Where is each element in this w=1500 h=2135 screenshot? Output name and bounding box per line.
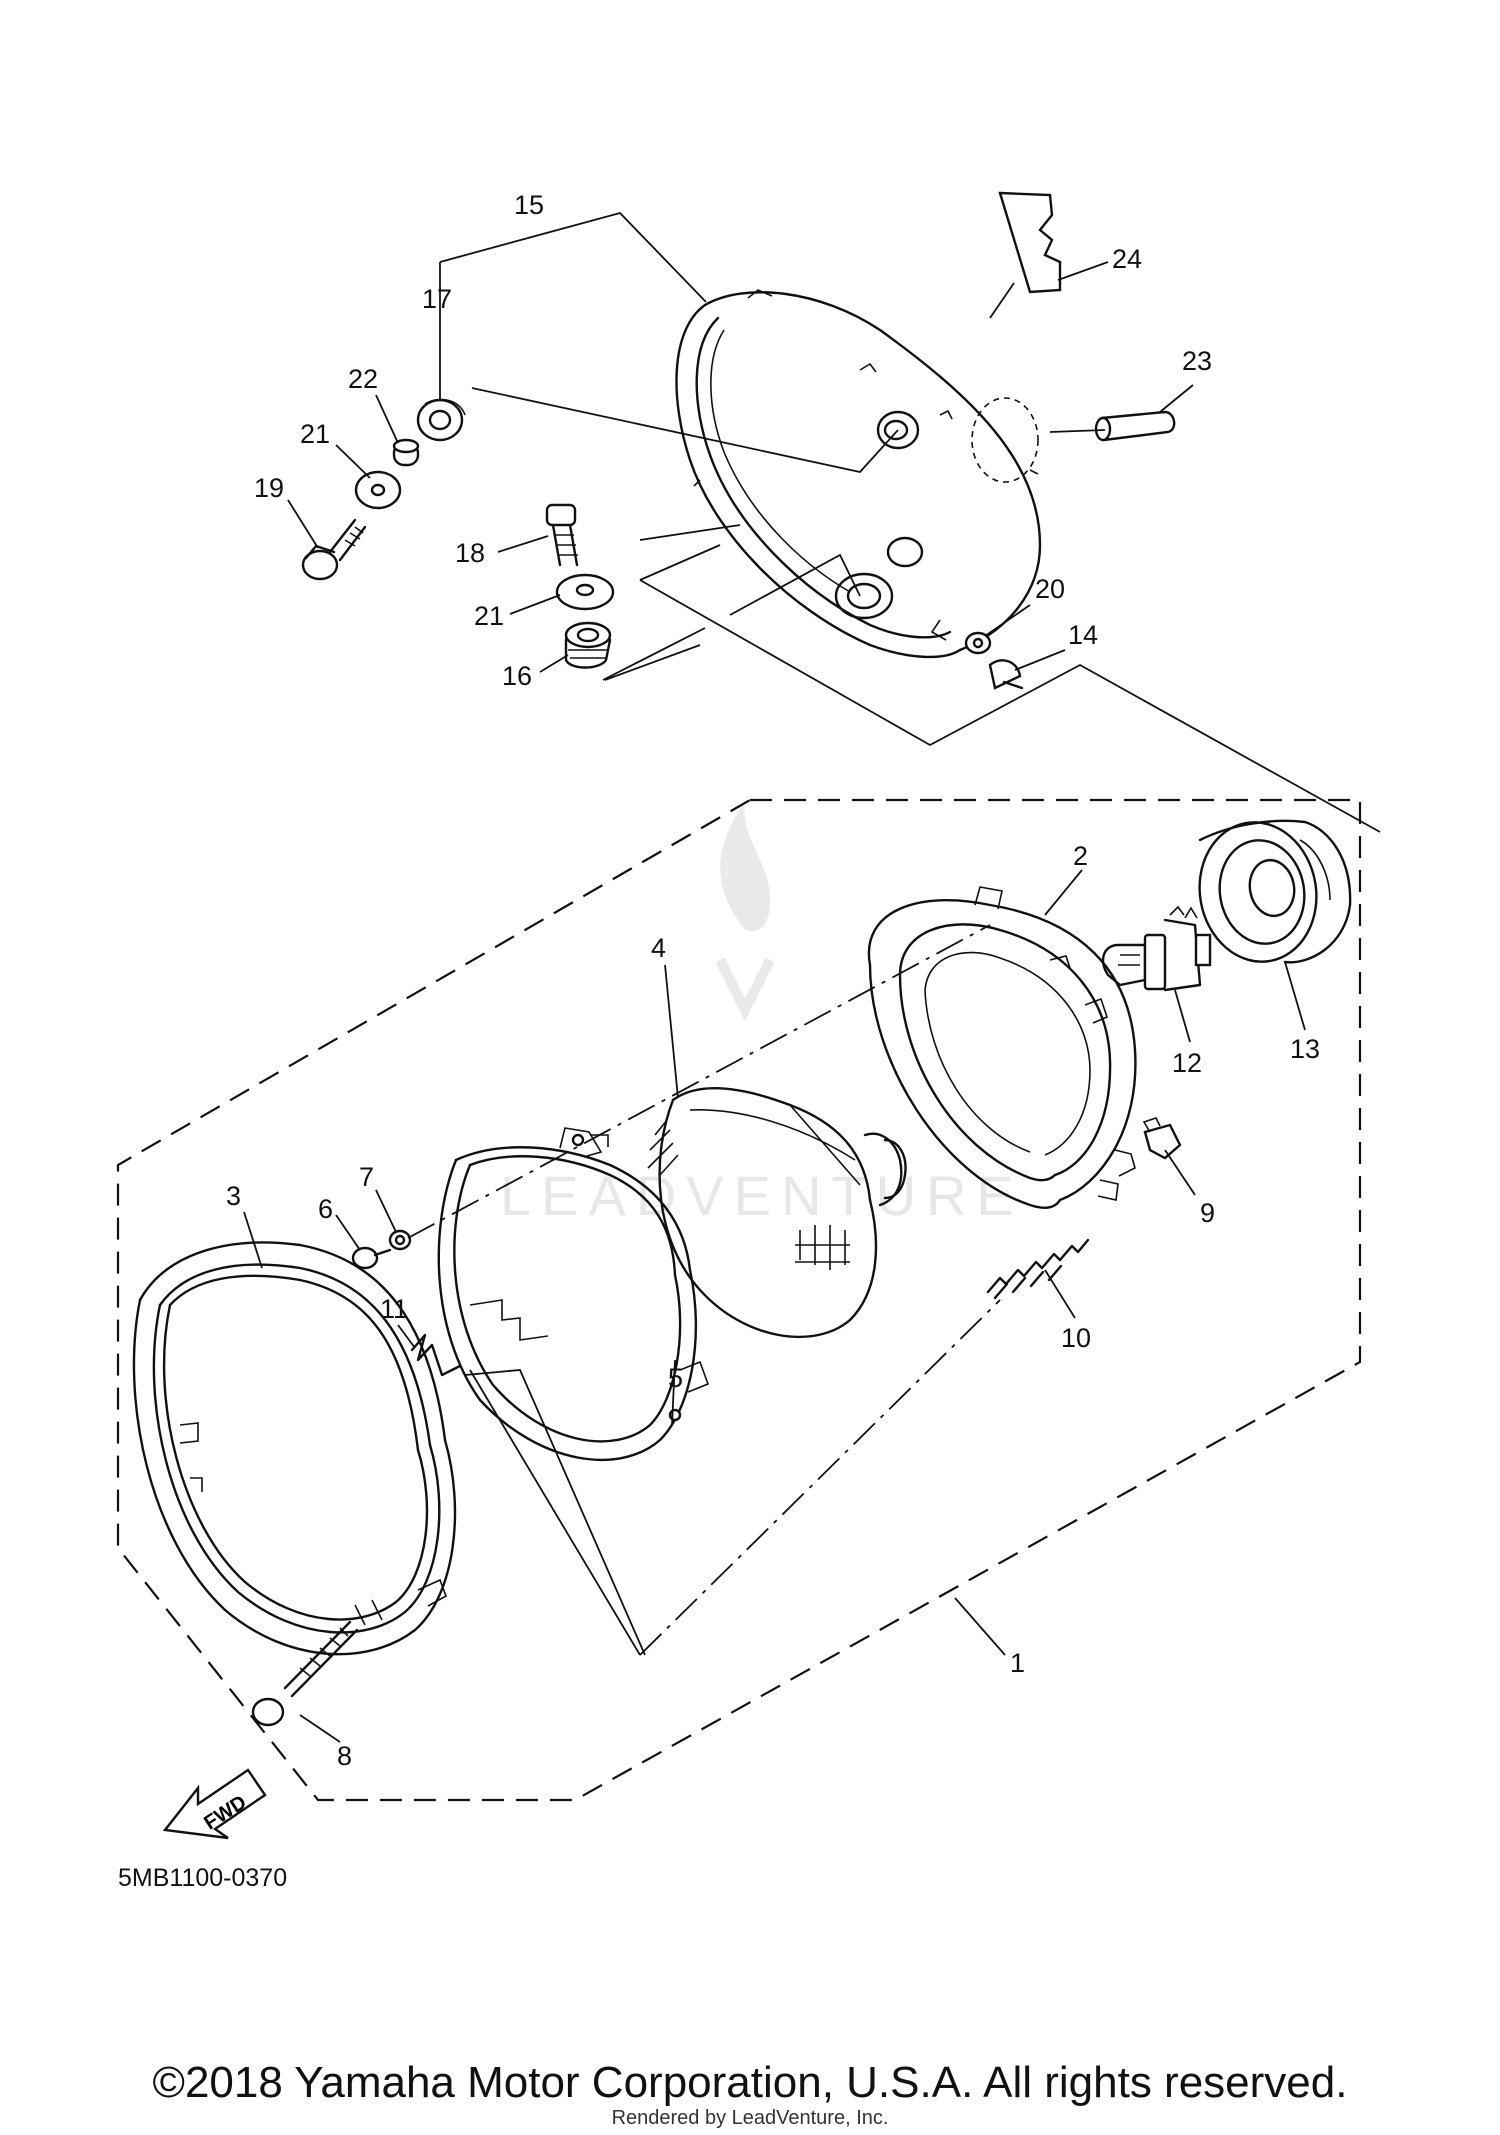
callout-12: 12 <box>1172 1048 1202 1078</box>
callout-5: 5 <box>668 1363 683 1393</box>
callout-14: 14 <box>1068 620 1098 650</box>
part-11-spring-clip <box>410 1333 462 1377</box>
part-5-mounting-ring <box>437 1127 710 1461</box>
callout-19: 19 <box>254 473 284 503</box>
callout-2: 2 <box>1073 841 1088 871</box>
callout-18: 18 <box>455 538 485 568</box>
callout-4: 4 <box>651 933 666 963</box>
callout-leaders <box>243 261 1306 1743</box>
callout-3: 3 <box>226 1181 241 1211</box>
callout-20: 20 <box>1035 574 1065 604</box>
rendered-by-credit: Rendered by LeadVenture, Inc. <box>611 2107 889 2129</box>
callout-6: 6 <box>318 1194 333 1224</box>
part-14-screw <box>988 659 1024 690</box>
callout-15: 15 <box>514 190 544 220</box>
part-20-washer <box>964 631 992 655</box>
fwd-arrow-icon: FWD <box>162 1768 267 1840</box>
callout-21-lower: 21 <box>474 601 504 631</box>
part-6-screw <box>351 1246 392 1270</box>
part-4-sealed-beam-unit <box>647 1087 907 1339</box>
part-21-washer-lower <box>555 573 615 611</box>
part-12-bulb <box>1101 905 1212 992</box>
part-8-adjusting-screw <box>251 1620 359 1727</box>
headlight-housing <box>675 289 1042 659</box>
part-13-socket-cover <box>1198 819 1352 964</box>
callout-1: 1 <box>1010 1648 1025 1678</box>
callout-7: 7 <box>359 1162 374 1192</box>
callout-21-upper: 21 <box>300 419 330 449</box>
diagram-code: 5MB1100-0370 <box>118 1864 287 1892</box>
callout-numbers: 1 2 3 4 5 6 7 8 9 10 11 12 13 14 15 16 1… <box>226 190 1320 1771</box>
callout-11: 11 <box>380 1294 408 1324</box>
part-18-bolt <box>545 503 579 567</box>
callout-16: 16 <box>502 661 532 691</box>
callout-22: 22 <box>348 364 378 394</box>
part-21-washer-upper <box>354 470 402 510</box>
callout-15-bracket <box>439 211 707 303</box>
part-16-grommet <box>564 621 612 669</box>
callout-17: 17 <box>422 284 452 314</box>
callout-23: 23 <box>1182 346 1212 376</box>
part-24-decal <box>998 191 1062 294</box>
copyright-notice: ©2018 Yamaha Motor Corporation, U.S.A. A… <box>152 2058 1348 2107</box>
callout-24: 24 <box>1112 244 1142 274</box>
part-17-grommet <box>416 398 466 442</box>
leadventure-watermark: LEADVENTURE <box>500 800 1024 1227</box>
part-10-spring <box>986 1238 1090 1300</box>
callout-13: 13 <box>1290 1034 1320 1064</box>
part-23-pin <box>1094 410 1176 442</box>
callout-10: 10 <box>1061 1323 1091 1353</box>
part-2-mounting-rim <box>867 886 1137 1209</box>
watermark-text: LEADVENTURE <box>500 1164 1024 1227</box>
callout-8: 8 <box>337 1741 352 1771</box>
part-19-bolt <box>301 518 367 581</box>
assembly-1-boundary <box>116 798 1362 1802</box>
part-22-collar <box>392 438 420 467</box>
callout-9: 9 <box>1200 1198 1215 1228</box>
part-3-headlight-rim <box>132 1241 457 1656</box>
part-7-washer <box>388 1229 412 1251</box>
part-9-adjuster-clip <box>1142 1117 1182 1160</box>
